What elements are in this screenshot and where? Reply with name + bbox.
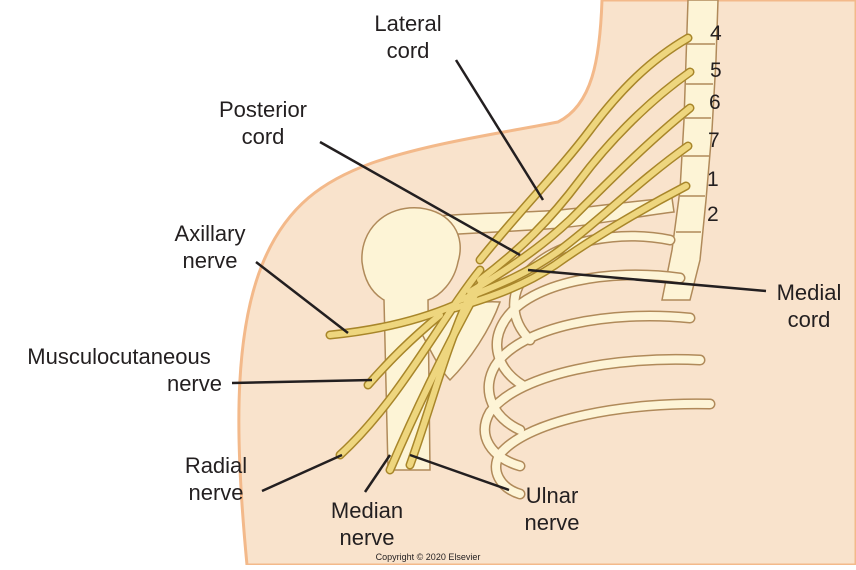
vertebra-label-c5: 5 xyxy=(710,59,722,83)
label-medial-cord: Medial cord xyxy=(770,279,848,333)
label-lateral-cord: Lateral cord xyxy=(362,10,454,64)
label-radial-nerve-line1: Radial xyxy=(176,452,256,479)
shoulder-skin xyxy=(239,0,856,565)
label-posterior-cord: Posterior cord xyxy=(210,96,316,150)
copyright-notice: Copyright © 2020 Elsevier xyxy=(0,552,856,562)
label-lateral-cord-line2: cord xyxy=(362,37,454,64)
label-median-nerve-line2: nerve xyxy=(322,524,412,551)
label-median-nerve: Median nerve xyxy=(322,497,412,551)
label-radial-nerve: Radial nerve xyxy=(176,452,256,506)
vertebra-label-t1: 1 xyxy=(707,168,719,192)
vertebra-label-c4: 4 xyxy=(710,22,722,46)
label-axillary-nerve-line2: nerve xyxy=(160,247,260,274)
label-medial-cord-line1: Medial xyxy=(770,279,848,306)
label-musculocutaneous-nerve-line2: nerve xyxy=(8,370,230,397)
label-ulnar-nerve-line2: nerve xyxy=(512,509,592,536)
label-musculocutaneous-nerve: Musculocutaneous nerve xyxy=(8,343,230,397)
label-median-nerve-line1: Median xyxy=(322,497,412,524)
label-posterior-cord-line2: cord xyxy=(210,123,316,150)
label-axillary-nerve-line1: Axillary xyxy=(160,220,260,247)
label-posterior-cord-line1: Posterior xyxy=(210,96,316,123)
vertebra-label-t2: 2 xyxy=(707,203,719,227)
label-ulnar-nerve-line1: Ulnar xyxy=(512,482,592,509)
vertebra-label-c6: 6 xyxy=(709,91,721,115)
label-radial-nerve-line2: nerve xyxy=(176,479,256,506)
label-axillary-nerve: Axillary nerve xyxy=(160,220,260,274)
label-lateral-cord-line1: Lateral xyxy=(362,10,454,37)
label-musculocutaneous-nerve-line1: Musculocutaneous xyxy=(8,343,230,370)
vertebra-label-c7: 7 xyxy=(708,129,720,153)
label-medial-cord-line2: cord xyxy=(770,306,848,333)
label-ulnar-nerve: Ulnar nerve xyxy=(512,482,592,536)
